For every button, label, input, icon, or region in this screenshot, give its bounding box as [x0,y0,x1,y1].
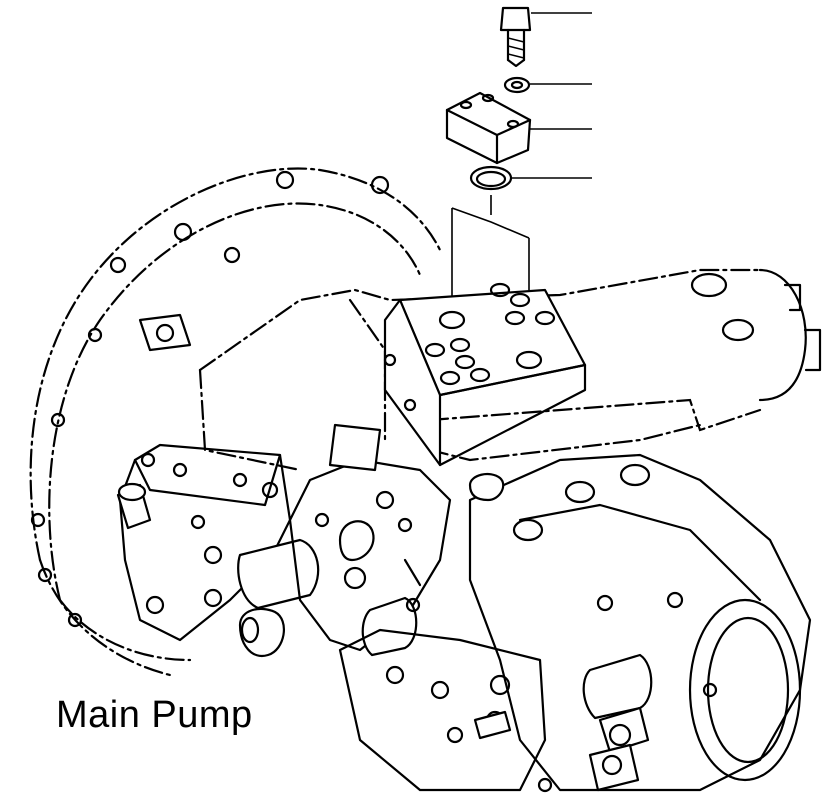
left-regulator [116,443,320,658]
lower-valve-cluster [338,628,653,793]
leader-bracket [451,195,530,352]
diagram-caption: Main Pump [56,694,253,736]
control-valve-block [383,282,587,467]
washer [503,76,592,94]
o-ring [469,165,592,191]
mounting-bolt [499,6,592,68]
cover-plate [445,91,592,165]
center-pump-body [288,423,452,657]
right-pump-housing [468,453,812,792]
flywheel-housing [29,167,442,677]
